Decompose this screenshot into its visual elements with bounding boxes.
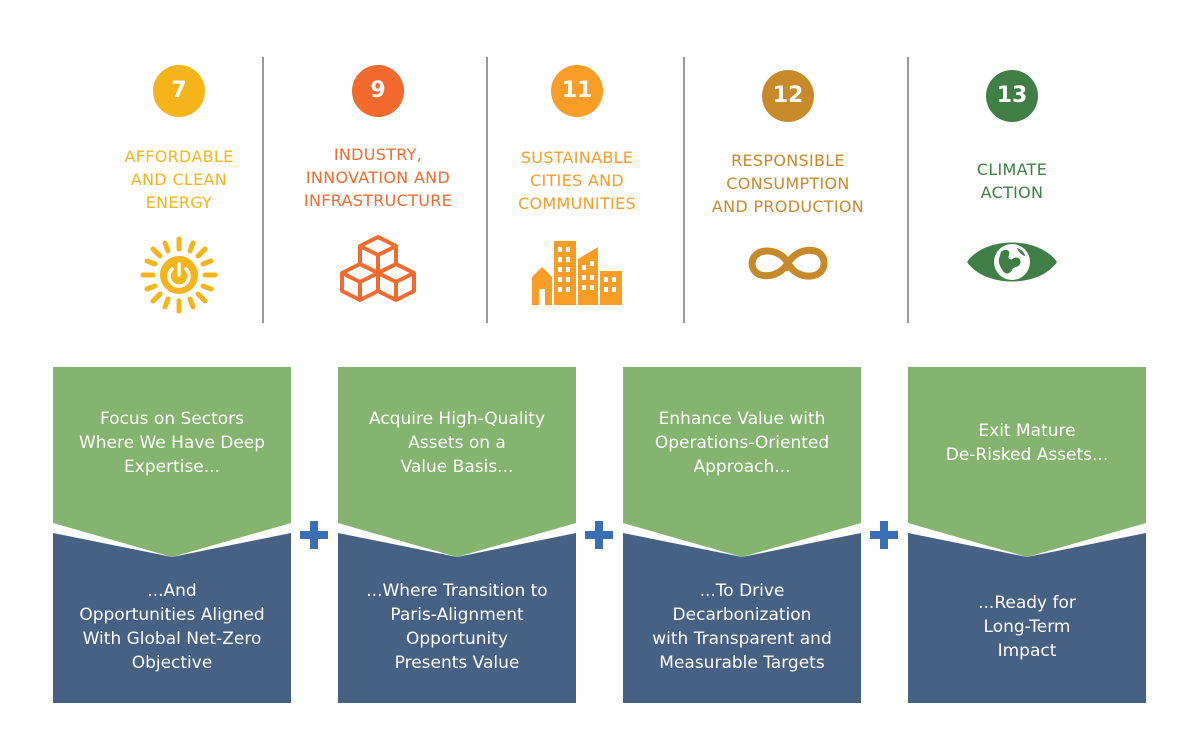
text-line: Where We Have Deep [78, 433, 266, 453]
text-line: Approach... [693, 457, 791, 477]
text-line: ...Ready for [978, 593, 1076, 613]
sdg-9-label: INDUSTRY, INNOVATION AND INFRASTRUCTURE [297, 143, 459, 212]
text-line: Presents Value [394, 653, 520, 673]
step-4-top-text: Exit Mature De-Risked Assets... [918, 419, 1136, 467]
sdg-11-label-line: CITIES AND [530, 171, 624, 190]
step-3-top-text: Enhance Value with Operations-Oriented A… [633, 407, 851, 479]
sdg-12-label-line: AND PRODUCTION [711, 197, 865, 216]
text-line: Paris-Alignment [390, 605, 524, 625]
sdg-13: 13 CLIMATE ACTION [932, 70, 1092, 282]
divider [907, 57, 909, 323]
sdg-12-number-badge: 12 [762, 70, 814, 122]
text-line: Decarbonization [672, 605, 812, 625]
step-1-top-text: Focus on Sectors Where We Have Deep Expe… [63, 407, 281, 479]
plus-icon [300, 521, 328, 549]
sun-power-icon [140, 236, 218, 314]
text-line: Impact [997, 641, 1057, 661]
text-line: Measurable Targets [659, 653, 825, 673]
text-line: ...And [147, 581, 197, 601]
sdg-9-label-line: INNOVATION AND [305, 168, 451, 187]
divider [683, 57, 685, 323]
process-step-4: Exit Mature De-Risked Assets... ...Ready… [908, 367, 1146, 703]
step-2-shape [338, 367, 576, 703]
sdg-goals-row: 7 AFFORDABLE AND CLEAN ENERGY [0, 0, 1200, 340]
step-2-bottom-text: ...Where Transition to Paris-Alignment O… [348, 579, 566, 675]
text-line: Operations-Oriented [654, 433, 830, 453]
cubes-icon [340, 235, 416, 302]
text-line: With Global Net-Zero [82, 629, 262, 649]
sdg-12-label: RESPONSIBLE CONSUMPTION AND PRODUCTION [703, 149, 873, 218]
step-3-bottom-text: ...To Drive Decarbonization with Transpa… [633, 579, 851, 675]
text-line: Acquire High-Quality [368, 409, 546, 429]
text-line: Exit Mature [978, 421, 1076, 441]
plus-icon [870, 521, 898, 549]
sdg-12-label-line: RESPONSIBLE [731, 151, 845, 170]
sdg-7-label-line: AND CLEAN [130, 170, 228, 189]
process-step-3: Enhance Value with Operations-Oriented A… [623, 367, 861, 703]
sdg-9-number-badge: 9 [352, 65, 404, 117]
sdg-7: 7 AFFORDABLE AND CLEAN ENERGY [99, 65, 259, 314]
sdg-11-label-line: COMMUNITIES [518, 194, 636, 213]
sdg-11-number-badge: 11 [551, 65, 603, 117]
text-line: Opportunities Aligned [79, 605, 265, 625]
sdg-12: 12 RESPONSIBLE CONSUMPTION AND PRODUCTIO… [703, 70, 873, 280]
process-step-1: Focus on Sectors Where We Have Deep Expe… [53, 367, 291, 703]
text-line: Assets on a [408, 433, 506, 453]
sdg-7-label-line: AFFORDABLE [124, 147, 234, 166]
process-step-2: Acquire High-Quality Assets on a Value B… [338, 367, 576, 703]
step-4-bottom-text: ...Ready for Long-Term Impact [918, 591, 1136, 663]
divider [262, 57, 264, 323]
city-buildings-icon [532, 241, 622, 305]
sdg-11: 11 SUSTAINABLE CITIES AND COMMUNITIES [497, 65, 657, 305]
text-line: ...To Drive [699, 581, 785, 601]
step-3-shape [623, 367, 861, 703]
sdg-9: 9 INDUSTRY, INNOVATION AND INFRASTRUCTUR… [297, 65, 459, 302]
sdg-13-label: CLIMATE ACTION [932, 158, 1092, 204]
step-1-bottom-text: ...And Opportunities Aligned With Global… [63, 579, 281, 675]
sdg-7-label: AFFORDABLE AND CLEAN ENERGY [99, 145, 259, 214]
text-line: ...Where Transition to [366, 581, 548, 601]
sdg-13-number-badge: 13 [986, 70, 1038, 122]
text-line: De-Risked Assets... [945, 445, 1109, 465]
step-2-top-text: Acquire High-Quality Assets on a Value B… [348, 407, 566, 479]
sdg-13-label-line: CLIMATE [976, 160, 1048, 179]
text-line: Enhance Value with [658, 409, 826, 429]
sdg-7-label-line: ENERGY [145, 193, 213, 212]
plus-icon [585, 521, 613, 549]
sdg-11-label-line: SUSTAINABLE [520, 148, 634, 167]
sdg-13-label-line: ACTION [980, 183, 1044, 202]
text-line: Value Basis... [400, 457, 514, 477]
step-1-shape [53, 367, 291, 703]
text-line: Objective [131, 653, 213, 673]
sdg-9-label-line: INDUSTRY, [333, 145, 423, 164]
text-line: Focus on Sectors [99, 409, 245, 429]
sdg-12-label-line: CONSUMPTION [726, 174, 850, 193]
text-line: with Transparent and [652, 629, 832, 649]
infinity-icon [748, 246, 828, 280]
step-4-shape [908, 367, 1146, 703]
text-line: Opportunity [405, 629, 509, 649]
sdg-9-label-line: INFRASTRUCTURE [303, 191, 453, 210]
eye-globe-icon [967, 242, 1057, 282]
sdg-7-number-badge: 7 [153, 65, 205, 117]
text-line: Expertise... [124, 457, 220, 477]
sdg-11-label: SUSTAINABLE CITIES AND COMMUNITIES [497, 146, 657, 215]
text-line: Long-Term [983, 617, 1071, 637]
divider [486, 57, 488, 323]
